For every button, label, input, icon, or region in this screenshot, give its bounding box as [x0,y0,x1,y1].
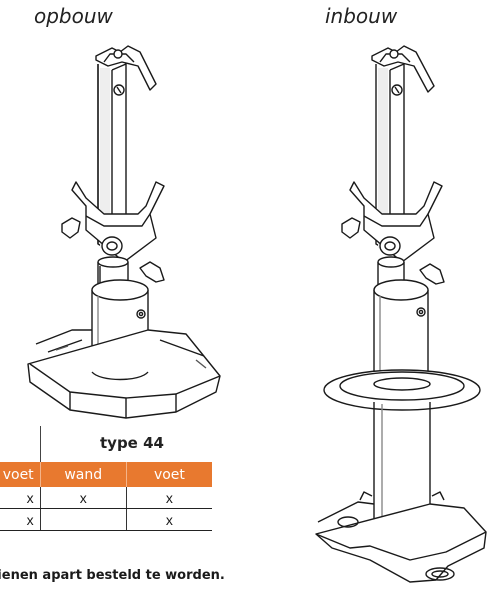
footnote: dienen apart besteld te worden. [0,568,260,583]
header-cell-wand: wand [39,462,126,487]
opbouw-bracket-drawing [27,45,221,419]
header-cell-voet-left: voet [2,466,34,483]
inbouw-bracket-drawing [315,45,487,583]
header-cell-voet-right: voet [125,462,212,487]
footnote-text: dienen apart besteld te worden. [0,568,225,583]
table-row: x x x [0,487,212,509]
inbouw-label: inbouw [325,4,398,28]
opbouw-label: opbouw [34,4,113,28]
type44-table: type 44 voet wand voet x x x x x [0,424,212,531]
table-divider [40,426,41,462]
type-heading: type 44 [100,434,164,452]
table-heading-row: type 44 [0,424,212,462]
table-cell: x [39,487,126,508]
table-cell: x [125,509,212,530]
table-cell: x [26,489,34,506]
table-cell: x [26,511,34,528]
table-cell: x [125,487,212,508]
table-header-row: voet wand voet [0,462,212,487]
table-cell [39,509,126,530]
table-row: x x [0,509,212,531]
